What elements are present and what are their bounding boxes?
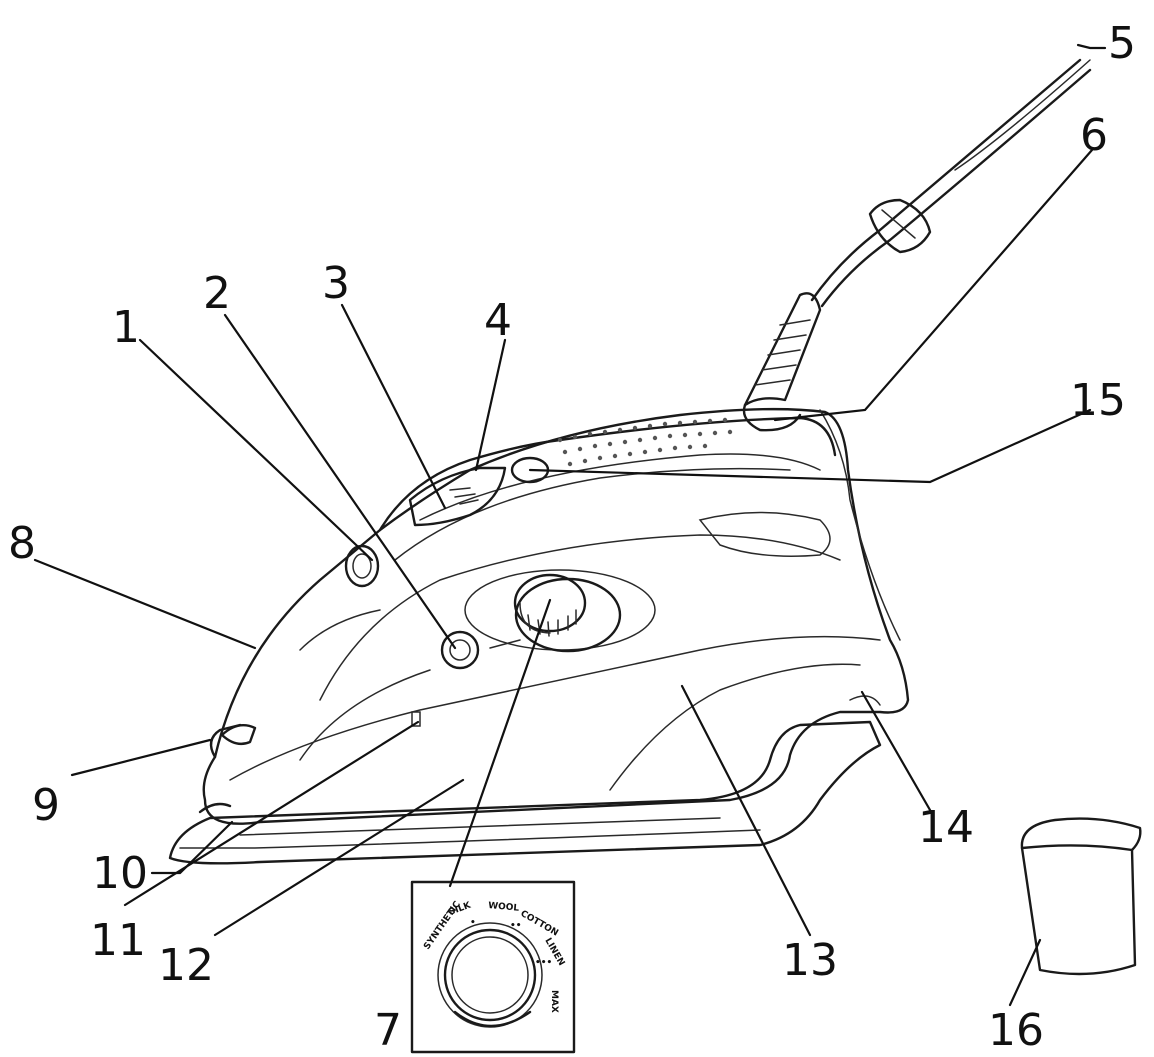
leader-8 bbox=[33, 558, 257, 650]
steam-iron-illustration bbox=[168, 407, 910, 865]
leader-9 bbox=[70, 738, 212, 777]
callout-14: 14 bbox=[918, 802, 974, 853]
leader-12 bbox=[213, 778, 465, 937]
measuring-cup-illustration bbox=[1020, 817, 1142, 976]
leader-10 bbox=[150, 820, 234, 875]
temperature-dial bbox=[489, 573, 622, 653]
dial-setting-3: COTTON bbox=[519, 909, 560, 939]
leader-5 bbox=[1076, 43, 1107, 50]
callout-15: 15 bbox=[1070, 375, 1126, 426]
cord-clip bbox=[868, 198, 932, 254]
dial-setting-5: MAX bbox=[549, 990, 559, 1013]
callout-13: 13 bbox=[782, 935, 838, 986]
callout-9: 9 bbox=[32, 780, 60, 831]
leader-16 bbox=[1008, 938, 1042, 1007]
dial-setting-2: WOOL bbox=[488, 901, 520, 914]
leader-13 bbox=[680, 684, 812, 937]
callout-12: 12 bbox=[158, 940, 214, 991]
leader-7 bbox=[448, 598, 552, 888]
temperature-dial-inset: SYNTHETIC SILK WOOL COTTON LINEN MAX • •… bbox=[410, 880, 576, 1054]
leader-2 bbox=[223, 313, 457, 650]
leader-6 bbox=[773, 148, 1094, 422]
handle-grip-texture bbox=[557, 417, 733, 467]
filling-inlet bbox=[220, 724, 257, 746]
leader-4 bbox=[474, 338, 507, 472]
water-tank bbox=[229, 635, 881, 781]
callout-numbers: 1 2 3 4 5 6 7 8 9 10 11 12 13 14 15 16 bbox=[8, 18, 1136, 1056]
callout-6: 6 bbox=[1080, 110, 1108, 161]
callout-3: 3 bbox=[322, 258, 350, 309]
callout-8: 8 bbox=[8, 518, 36, 569]
callout-7: 7 bbox=[374, 1005, 402, 1056]
callout-4: 4 bbox=[484, 295, 512, 346]
dial-mark-0: • bbox=[470, 918, 476, 928]
leader-lines bbox=[33, 43, 1107, 1007]
callout-5: 5 bbox=[1108, 18, 1136, 69]
callout-16: 16 bbox=[988, 1005, 1044, 1056]
callout-11: 11 bbox=[90, 915, 146, 966]
callout-10: 10 bbox=[92, 848, 148, 899]
leader-1 bbox=[138, 338, 374, 562]
dial-mark-2: ••• bbox=[535, 958, 552, 968]
leader-11 bbox=[123, 720, 420, 907]
spray-button bbox=[344, 544, 380, 588]
soleplate bbox=[168, 720, 882, 865]
leader-15 bbox=[528, 408, 1092, 484]
leader-3 bbox=[340, 303, 447, 510]
dial-mark-1: •• bbox=[510, 921, 522, 931]
leader-14 bbox=[860, 690, 932, 812]
cord-bend-relief bbox=[743, 292, 822, 407]
steam-slider bbox=[408, 466, 507, 527]
callout-1: 1 bbox=[112, 302, 140, 353]
power-cord bbox=[742, 58, 1092, 432]
self-clean-button bbox=[440, 630, 480, 670]
callout-2: 2 bbox=[203, 268, 231, 319]
